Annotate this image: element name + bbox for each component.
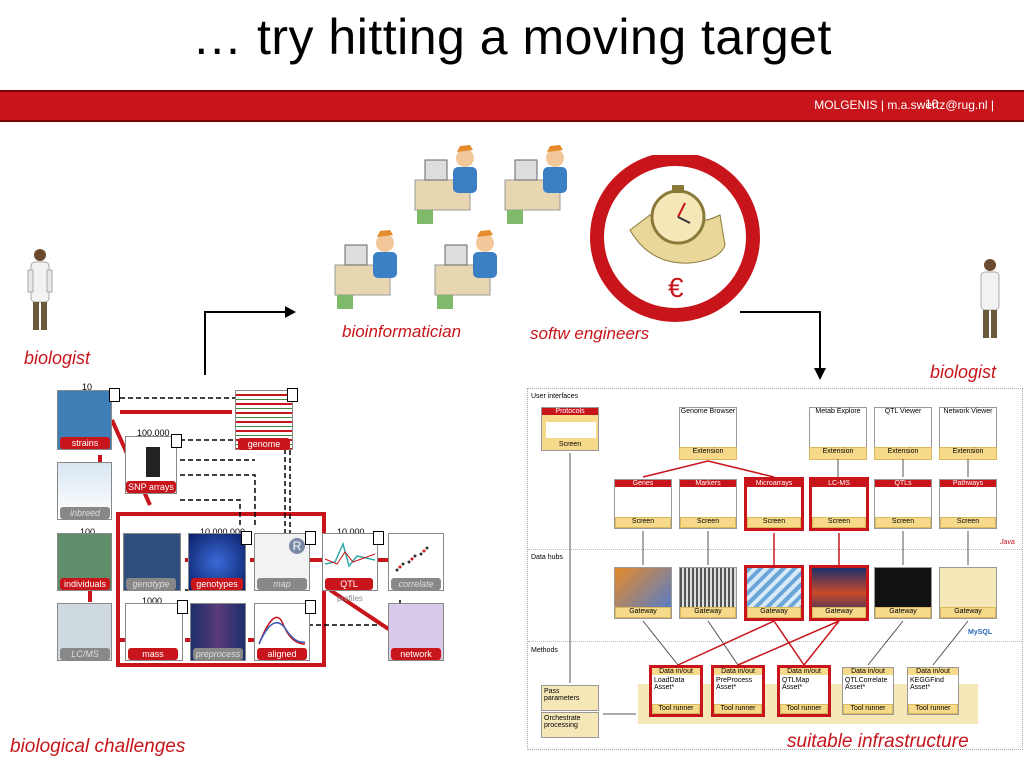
- snp-arrays-label: SNP arrays: [126, 481, 176, 493]
- genome-label: genome: [238, 438, 290, 450]
- euro-symbol: €: [668, 272, 684, 303]
- architecture-diagram: User interfaces Data hubs Methods Protoc…: [527, 388, 1023, 750]
- gateway-genes: Gateway: [614, 567, 672, 619]
- document-icon: [177, 600, 188, 614]
- gateway-microarrays: Gateway: [744, 565, 804, 621]
- moving-target-clock-icon: [590, 155, 760, 322]
- lcms-label: LC/MS: [60, 648, 110, 660]
- document-icon: [287, 388, 298, 402]
- count-100: 100: [80, 527, 96, 537]
- section-methods: Methods: [531, 647, 558, 654]
- document-icon: [109, 388, 120, 402]
- section-data-hubs: Data hubs: [531, 554, 563, 561]
- count-10: 10: [82, 382, 93, 392]
- mass-label: mass: [128, 648, 178, 660]
- preprocess-label: preprocess: [193, 648, 243, 660]
- document-icon: [241, 531, 252, 545]
- biological-challenges-label: biological challenges: [10, 736, 186, 757]
- genotype-label: genotype: [126, 578, 176, 590]
- gateway-lcms: Gateway: [809, 565, 869, 621]
- architecture-links: [569, 453, 969, 715]
- count-10000000: 10,000,000: [200, 527, 246, 537]
- inbreed-label: inbreed: [60, 507, 110, 519]
- bioinformaticians-cartoon-icon: [334, 145, 567, 309]
- orchestrate-box: Orchestrate processing: [541, 712, 599, 738]
- genotypes-label: genotypes: [191, 578, 243, 590]
- network-label: network: [391, 648, 441, 660]
- footer-text: MOLGENIS | m.a.swertz@rug.nl |: [814, 98, 994, 112]
- document-icon: [305, 531, 316, 545]
- extension-genome-browser: Extension: [679, 447, 737, 460]
- document-icon: [171, 434, 182, 448]
- gateway-pathways: Gateway: [939, 567, 997, 619]
- document-icon: [305, 600, 316, 614]
- aligned-label: aligned: [257, 648, 307, 660]
- count-10000: 10,000: [337, 527, 365, 537]
- biologist-right-icon: [980, 259, 1000, 338]
- protocols-box: Protocols Screen: [541, 407, 599, 451]
- bioinformatician-label: bioinformatician: [342, 322, 462, 341]
- individuals-label: individuals: [60, 578, 110, 590]
- qtl-label: QTL: [325, 578, 373, 590]
- footer-band: MOLGENIS | m.a.swertz@rug.nl |: [0, 90, 1024, 122]
- page-number: 10: [925, 97, 939, 111]
- mysql-logo: MySQL: [968, 629, 993, 636]
- biologist-left-icon: [27, 249, 53, 330]
- correlate-label: correlate: [391, 578, 441, 590]
- gateway-markers: Gateway: [679, 567, 737, 619]
- count-100000: 100,000: [137, 428, 170, 438]
- section-user-interfaces: User interfaces: [531, 393, 579, 400]
- strains-label: strains: [60, 437, 110, 449]
- pass-parameters-box: Pass parameters: [541, 685, 599, 711]
- qtl-profiles-label: profiles: [337, 594, 363, 603]
- java-logo: Java: [1000, 539, 1015, 546]
- count-1000: 1000: [142, 596, 163, 606]
- biologist-right-label: biologist: [930, 362, 997, 382]
- suitable-infrastructure-label: suitable infrastructure: [787, 731, 969, 752]
- biologist-left-label: biologist: [24, 348, 91, 368]
- map-label: map: [257, 578, 307, 590]
- gateway-qtls: Gateway: [874, 567, 932, 619]
- document-icon: [373, 531, 384, 545]
- slide-title: … try hitting a moving target: [192, 9, 832, 65]
- softw-engineers-label: softw engineers: [530, 324, 650, 343]
